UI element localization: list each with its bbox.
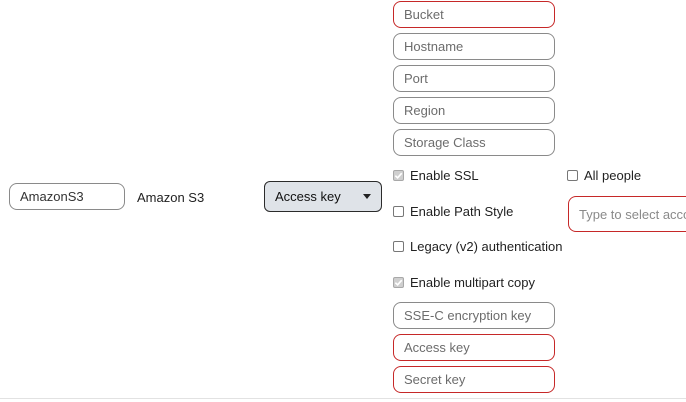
authentication-select-value: Access key — [275, 189, 341, 204]
check-icon — [394, 279, 403, 287]
multipart-copy-option[interactable]: Enable multipart copy — [393, 275, 535, 290]
enable-path-style-label: Enable Path Style — [410, 204, 514, 219]
multipart-copy-label: Enable multipart copy — [410, 275, 536, 290]
hostname-input[interactable] — [393, 33, 555, 60]
storage-class-input[interactable] — [393, 129, 555, 156]
access-key-input[interactable] — [393, 334, 555, 361]
multipart-copy-checkbox[interactable] — [393, 277, 404, 288]
authentication-select[interactable]: Access key — [264, 181, 382, 212]
mount-name-input[interactable] — [9, 183, 125, 210]
applicable-users-input[interactable] — [568, 196, 686, 232]
check-icon — [394, 172, 403, 180]
region-input[interactable] — [393, 97, 555, 124]
legacy-auth-option[interactable]: Legacy (v2) authentication — [393, 239, 562, 254]
all-people-label: All people — [584, 168, 642, 183]
enable-path-style-option[interactable]: Enable Path Style — [393, 204, 513, 219]
row-divider — [0, 398, 686, 399]
enable-ssl-option[interactable]: Enable SSL — [393, 168, 479, 183]
all-people-option[interactable]: All people — [567, 168, 641, 183]
enable-ssl-checkbox[interactable] — [393, 170, 404, 181]
all-people-checkbox[interactable] — [567, 170, 578, 181]
port-input[interactable] — [393, 65, 555, 92]
storage-type-label: Amazon S3 — [137, 190, 205, 205]
legacy-auth-label: Legacy (v2) authentication — [410, 239, 563, 254]
enable-path-style-checkbox[interactable] — [393, 206, 404, 217]
legacy-auth-checkbox[interactable] — [393, 241, 404, 252]
secret-key-input[interactable] — [393, 366, 555, 393]
sse-c-key-input[interactable] — [393, 302, 555, 329]
chevron-down-icon — [363, 194, 371, 199]
enable-ssl-label: Enable SSL — [410, 168, 479, 183]
bucket-input[interactable] — [393, 1, 555, 28]
